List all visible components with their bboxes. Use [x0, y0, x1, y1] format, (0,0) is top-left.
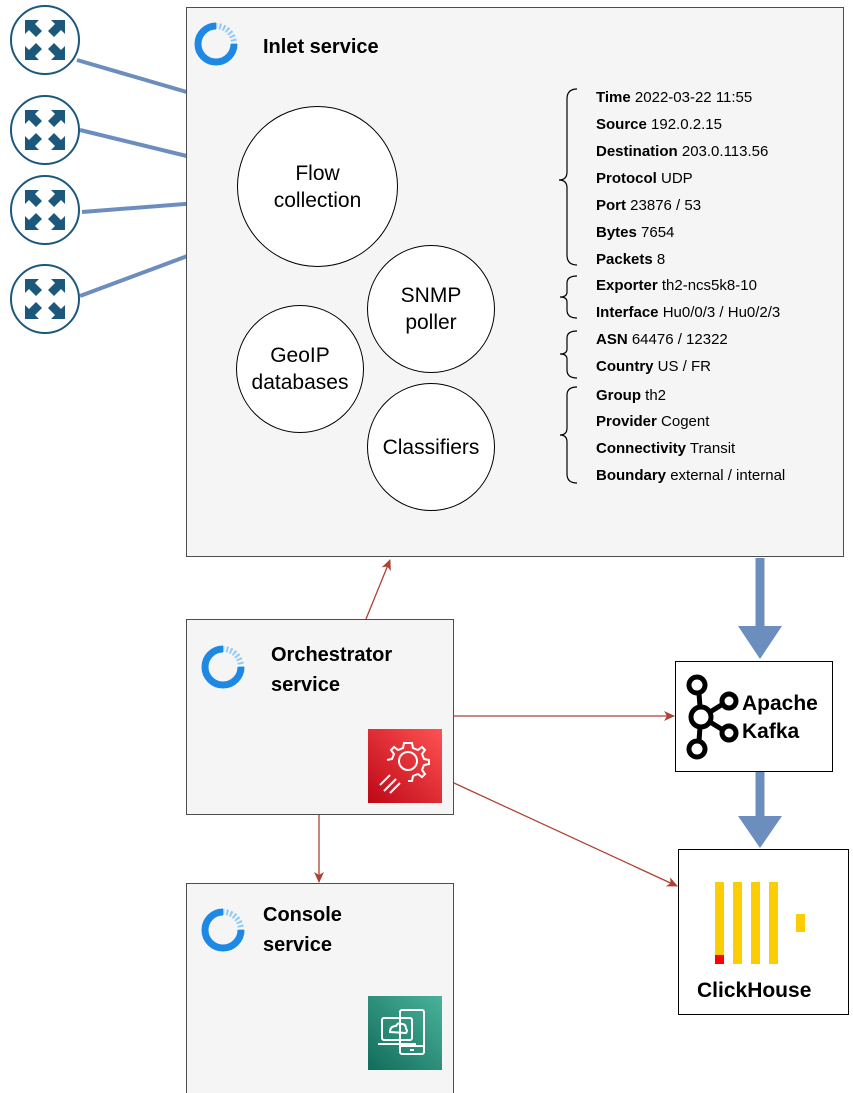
flow-collection-label: Flow collection: [273, 161, 362, 212]
field-flow-4: Port 23876 / 53: [596, 197, 702, 214]
kafka-icon: [686, 674, 739, 760]
field-classifiers-0: Group th2: [596, 387, 667, 404]
field-geoip-0: ASN 64476 / 12322: [596, 331, 728, 348]
orchestrator-service-title: Orchestrator service: [271, 644, 393, 696]
akvorado-ring-icon: [201, 908, 245, 952]
field-snmp-0: Exporter th2-ncs5k8-10: [596, 277, 757, 294]
console-service-title: Console service: [263, 904, 342, 956]
orchestrator-to-clickhouse-arrow: [453, 782, 678, 887]
field-snmp-1: Interface Hu0/0/3 / Hu0/2/3: [596, 304, 781, 321]
field-flow-6: Packets 8: [596, 251, 666, 268]
inlet-service-box: [186, 7, 844, 557]
clickhouse-box: [678, 849, 849, 1015]
field-geoip-1: Country US / FR: [596, 358, 712, 375]
router-icon: [10, 95, 80, 165]
snmp-poller-label: SNMP poller: [400, 284, 462, 334]
classifiers-node: Classifiers: [367, 383, 495, 511]
flow-collection-node: Flow collection: [237, 106, 398, 267]
akvorado-ring-icon: [201, 645, 245, 689]
clickhouse-icon: [715, 882, 805, 964]
geoip-databases-node: GeoIP databases: [236, 305, 364, 433]
console-tablet-icon: [368, 996, 442, 1070]
orchestrator-to-inlet-arrow: [365, 559, 391, 620]
field-classifiers-3: Boundary external / internal: [596, 467, 786, 484]
router-icon: [10, 264, 80, 334]
router-icon: [10, 175, 80, 245]
inlet-to-kafka-arrowhead: [738, 626, 782, 659]
field-flow-5: Bytes 7654: [596, 224, 675, 241]
field-classifiers-1: Provider Cogent: [596, 413, 710, 430]
field-flow-0: Time 2022-03-22 11:55: [596, 89, 753, 106]
field-flow-1: Source 192.0.2.15: [596, 116, 722, 133]
geoip-databases-label: GeoIP databases: [251, 344, 349, 394]
router-icon: [10, 5, 80, 75]
snmp-poller-node: SNMP poller: [367, 245, 495, 373]
field-flow-2: Destination 203.0.113.56: [596, 143, 769, 160]
kafka-to-clickhouse-arrowhead: [738, 816, 782, 848]
field-classifiers-2: Connectivity Transit: [596, 440, 736, 457]
kafka-label: Apache Kafka: [742, 692, 818, 743]
field-flow-3: Protocol UDP: [596, 170, 693, 187]
classifiers-label: Classifiers: [382, 435, 480, 459]
config-gear-icon: [368, 729, 442, 803]
inlet-service-title: Inlet service: [263, 36, 379, 58]
clickhouse-label: ClickHouse: [697, 979, 812, 1002]
akvorado-ring-icon: [194, 22, 238, 66]
